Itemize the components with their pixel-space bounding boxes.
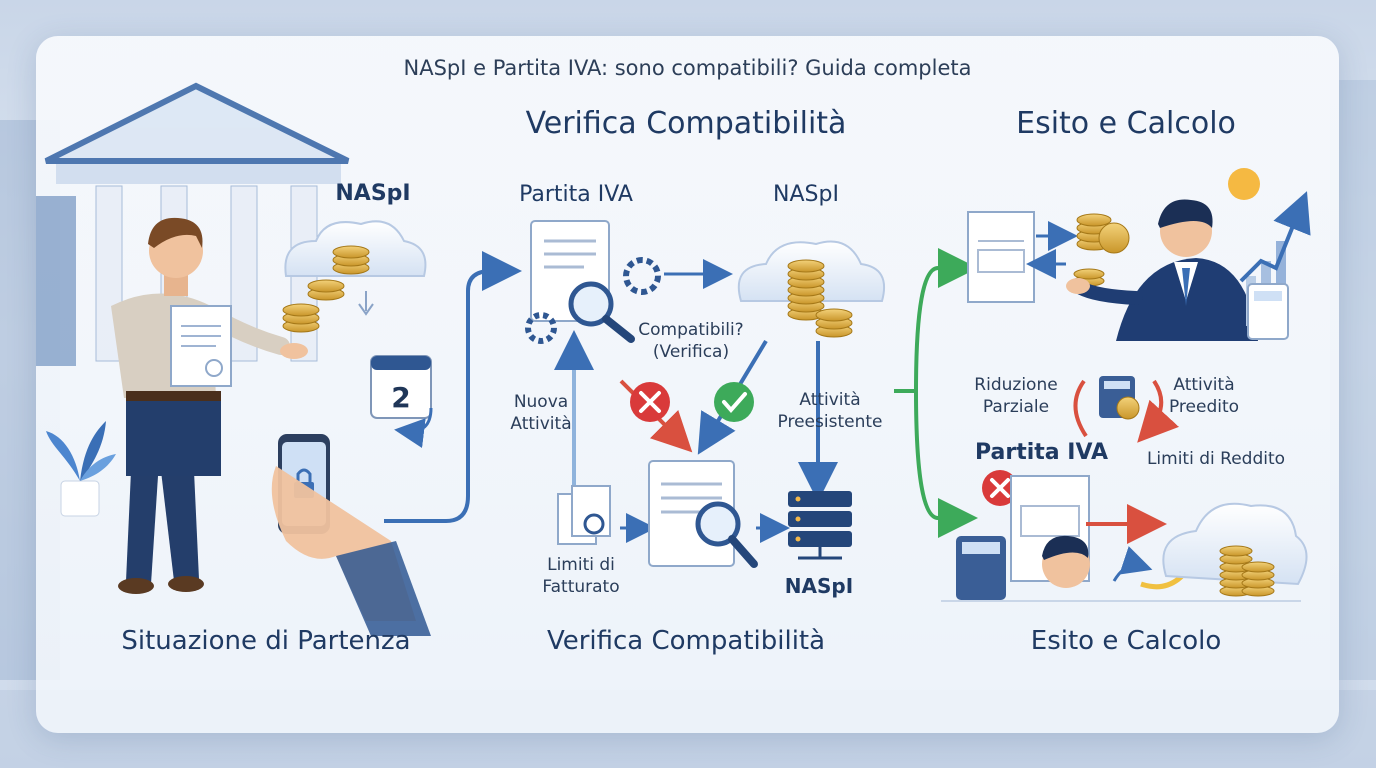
coins-icon-right — [1073, 213, 1130, 287]
infographic-art — [36, 82, 1311, 636]
reject-x-icon-right — [982, 470, 1018, 506]
infographic-card: NASpI e Partita IVA: sono compatibili? G… — [36, 36, 1339, 733]
calculator-document-icon — [956, 475, 1199, 600]
footer-esito: Esito e Calcolo — [1030, 626, 1222, 656]
heading-verifica: Verifica Compatibilità — [525, 106, 847, 141]
limiti-reddito-label: Limiti di Reddito — [1146, 449, 1286, 469]
server-stack-icon — [788, 491, 852, 560]
footer-situazione: Situazione di Partenza — [121, 626, 411, 656]
naspi-label-middle: NASpI — [773, 182, 839, 207]
partita-iva-label: Partita IVA — [519, 182, 633, 207]
cycle-calculator-icon — [1073, 376, 1179, 443]
small-documents-icon — [557, 485, 656, 545]
cloud-coins-icon-right — [1162, 502, 1308, 597]
page-title: NASpI e Partita IVA: sono compatibili? G… — [403, 56, 972, 80]
calendar-icon — [370, 355, 433, 449]
invoice-document-icon — [967, 211, 1078, 303]
heading-esito: Esito e Calcolo — [1016, 106, 1236, 141]
phone-lock-icon — [271, 434, 431, 636]
businessman-icon — [1066, 199, 1258, 341]
growth-chart-icon — [1228, 168, 1311, 340]
green-arrow-down — [894, 389, 978, 538]
calendar-day: 2 — [391, 381, 411, 414]
flow-arrow-left-to-middle — [384, 251, 522, 523]
plant-icon — [46, 421, 116, 517]
man-with-document-icon — [111, 217, 308, 594]
reject-x-icon — [630, 382, 670, 422]
question-label: Compatibili?(Verifica) — [638, 320, 744, 362]
document-search-icon — [525, 220, 661, 344]
partita-iva-label-right: Partita IVA — [974, 440, 1109, 465]
cloud-coins-icon — [282, 220, 427, 333]
cloud-coins-icon-middle — [737, 240, 886, 338]
naspi-label-left: NASpI — [335, 181, 411, 206]
green-arrow-up — [894, 248, 978, 393]
naspi-label-bottom: NASpI — [784, 574, 854, 598]
approve-check-icon — [714, 382, 754, 422]
footer-verifica: Verifica Compatibilità — [546, 626, 826, 656]
result-document-search-icon — [648, 460, 790, 568]
